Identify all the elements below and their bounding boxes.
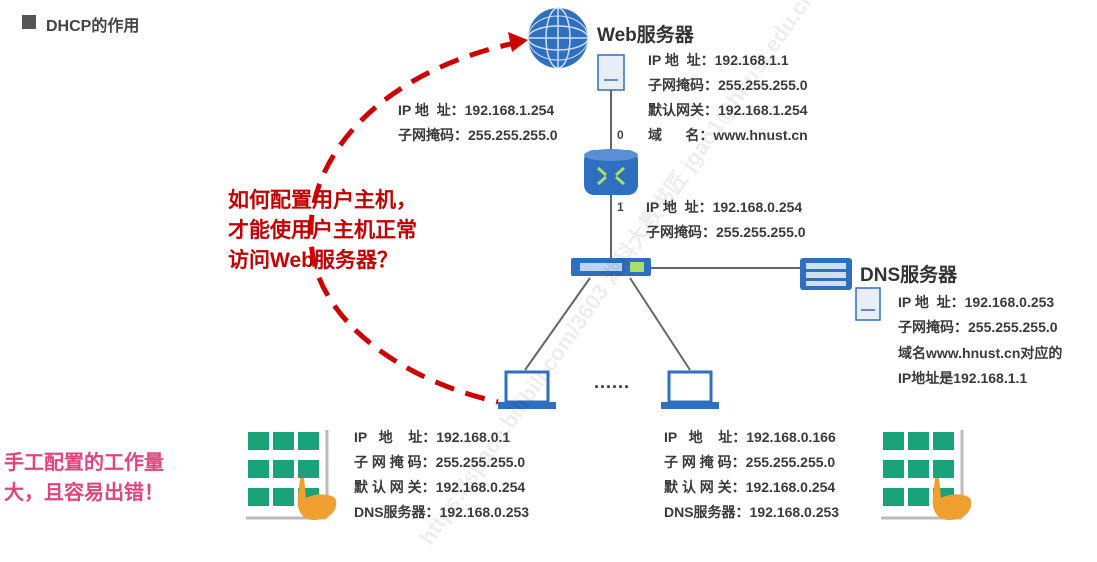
dns-server-note1: 域名www.hnust.cn对应的: [898, 345, 1063, 361]
host-right-dns: DNS服务器：192.168.0.253: [664, 504, 840, 520]
dns-server-icon: [800, 258, 881, 321]
router-port0-ip: IP 地 址：192.168.1.254: [398, 102, 555, 118]
host-left-ip: IP 地 址：192.168.0.1: [354, 429, 511, 445]
hosts-ellipsis: ......: [594, 372, 631, 392]
web-server-domain: 域 名：www.hnust.cn: [648, 127, 808, 143]
host-right-mask: 子 网 掩 码：255.255.255.0: [664, 454, 836, 470]
host-left-dns: DNS服务器：192.168.0.253: [354, 504, 530, 520]
globe-icon: [527, 7, 589, 69]
switch-icon: [571, 258, 651, 276]
dashed-arc: [308, 39, 521, 405]
router-port1-label: 1: [617, 200, 624, 214]
web-server-name: Web服务器: [597, 25, 694, 46]
host-right-ip: IP 地 址：192.168.0.166: [664, 429, 836, 445]
dns-server-name: DNS服务器: [860, 265, 958, 286]
dns-server-mask: 子网掩码：255.255.255.0: [898, 319, 1058, 335]
dns-server-ip: IP 地 址：192.168.0.253: [898, 294, 1055, 310]
keypad-left-icon: [246, 430, 337, 520]
web-server-mask: 子网掩码：255.255.255.0: [648, 77, 808, 93]
router-port1-ip: IP 地 址：192.168.0.254: [646, 199, 803, 215]
router-port0-label: 0: [617, 128, 624, 142]
host-left-gateway: 默 认 网 关：192.168.0.254: [354, 479, 526, 495]
host-left-mask: 子 网 掩 码：255.255.255.0: [354, 454, 526, 470]
laptop-right-icon: [661, 370, 719, 409]
keypad-right-icon: [881, 430, 972, 520]
router-icon: [584, 149, 638, 195]
hand-right-icon: [932, 478, 972, 520]
warning-text: 手工配置的工作量 大，且容易出错！: [4, 452, 164, 504]
link-switch-host-left: [524, 277, 591, 371]
page-title: DHCP的作用: [46, 18, 140, 35]
dns-server-note2: IP地址是192.168.1.1: [898, 370, 1028, 386]
link-switch-host-right: [629, 277, 691, 371]
host-right-gateway: 默 认 网 关：192.168.0.254: [664, 479, 836, 495]
web-server-ip: IP 地 址：192.168.1.1: [648, 52, 789, 68]
question-text: 如何配置用户主机， 才能使用户主机正常 访问Web服务器？: [228, 189, 417, 272]
laptop-left-icon: [498, 370, 556, 409]
arc-arrowhead: [508, 32, 528, 52]
router-port0-mask: 子网掩码：255.255.255.0: [398, 127, 558, 143]
hand-left-icon: [297, 478, 337, 520]
title-marker: [22, 15, 36, 29]
web-server-gateway: 默认网关：192.168.1.254: [648, 102, 808, 118]
router-port1-mask: 子网掩码：255.255.255.0: [646, 224, 806, 240]
web-server-icon: [597, 54, 625, 91]
